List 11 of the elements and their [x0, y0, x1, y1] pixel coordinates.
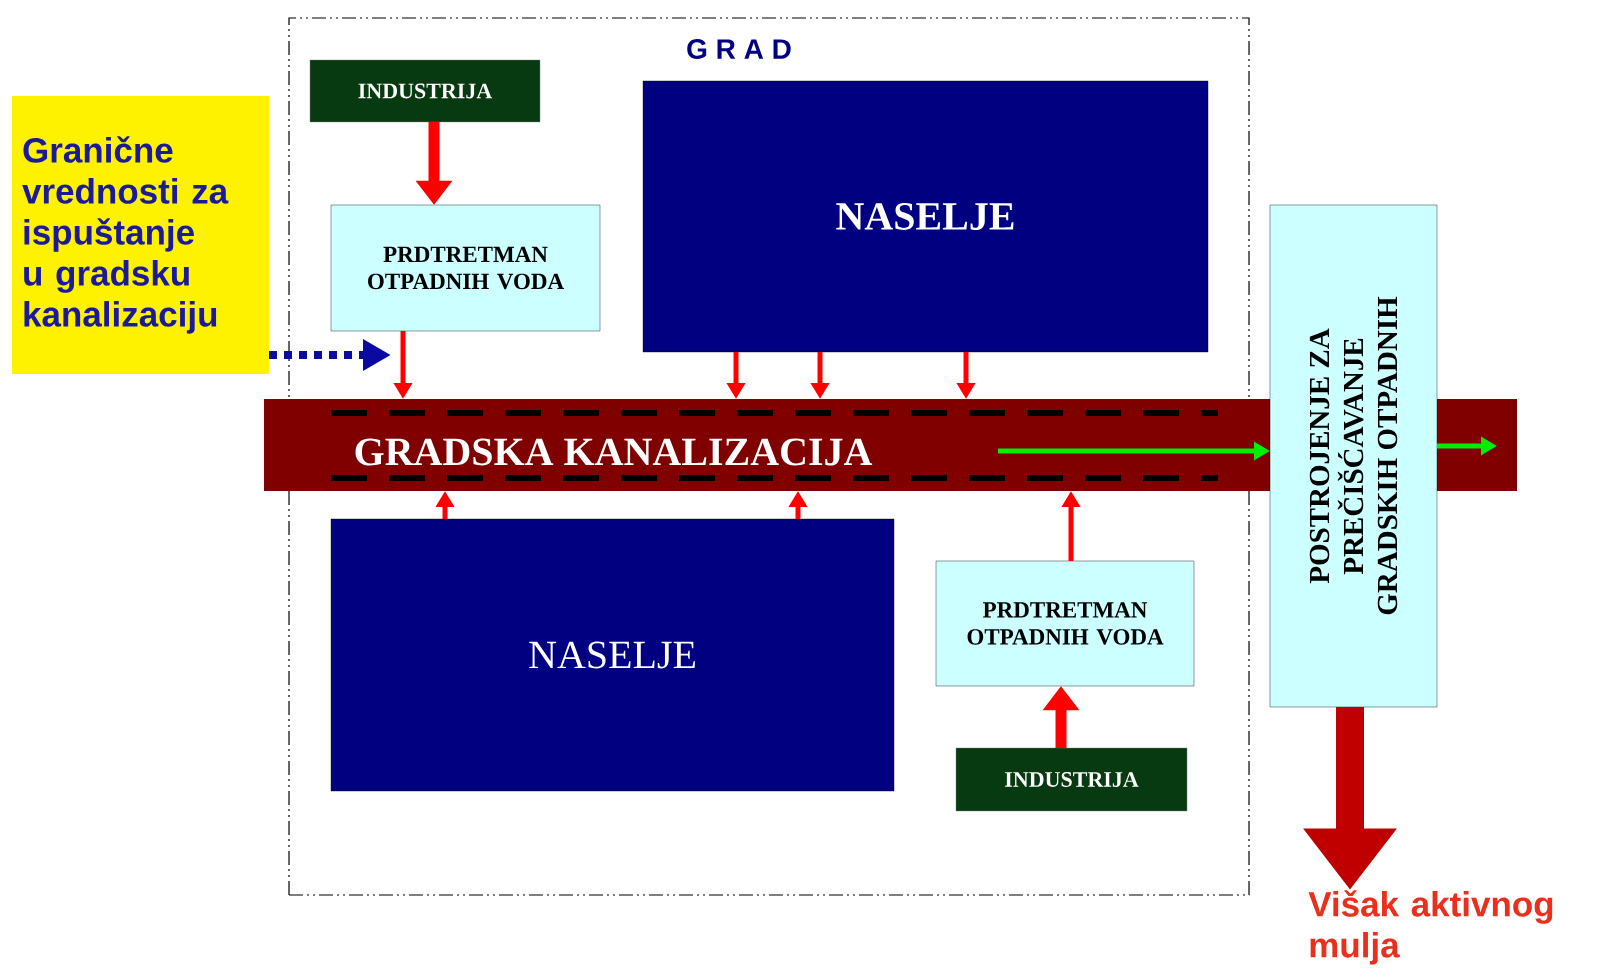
note-box: Granične vrednosti za ispuštanje u gradsku kanalizaciju: [12, 96, 269, 374]
settlement-box: NASELJE: [642, 80, 1209, 353]
band-label: GRADSKA KANALIZACIJA: [355, 438, 873, 466]
industry-box: INDUSTRIJA: [309, 59, 541, 123]
industry-box: INDUSTRIJA: [955, 747, 1188, 812]
output-label: Višak aktivnog mulja: [1308, 890, 1553, 965]
settlement-box: NASELJE: [330, 518, 895, 792]
pretreatment-box: PRDTRETMAN OTPADNIH VODA: [935, 560, 1195, 687]
pretreatment-box: PRDTRETMAN OTPADNIH VODA: [330, 204, 601, 332]
treatment-plant-box: POSTROJENJE ZA PREČIŠĆAVANJE GRADSKIH OTPADNIH: [1269, 204, 1438, 708]
frame-title: G R A D: [687, 39, 791, 59]
